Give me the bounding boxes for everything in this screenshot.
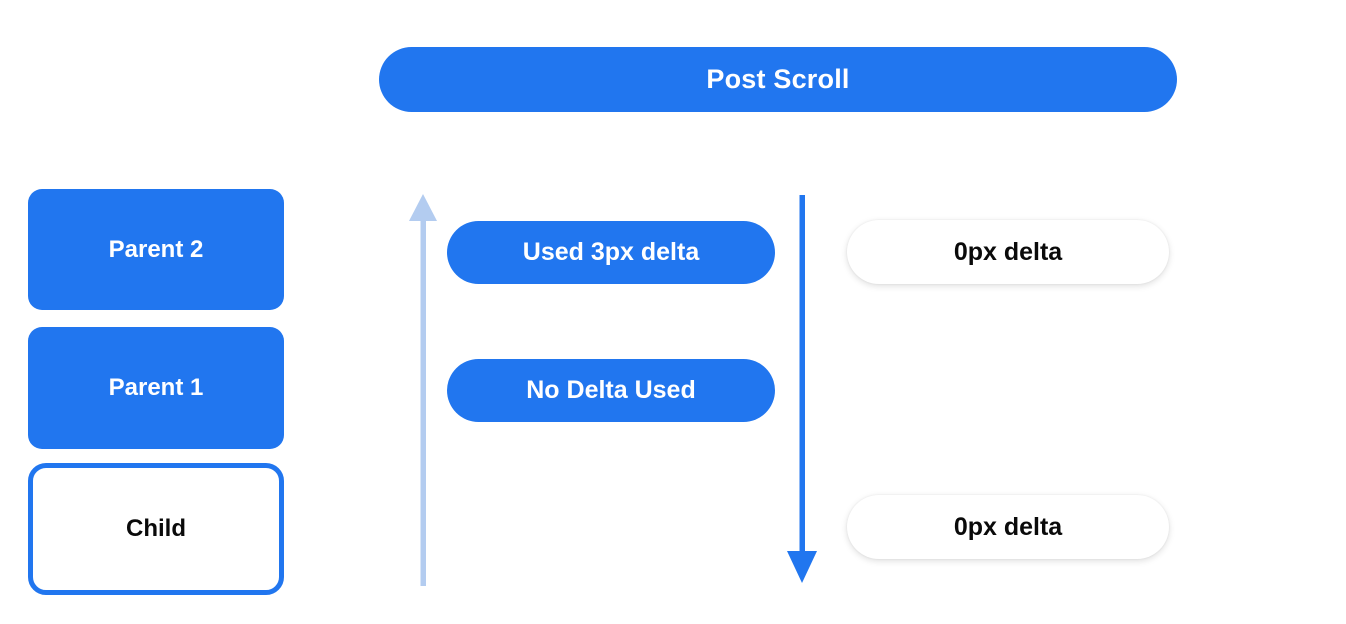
header-post-scroll: Post Scroll bbox=[379, 47, 1177, 112]
stack-box-label: Parent 1 bbox=[108, 374, 204, 401]
arrow-down-icon bbox=[787, 195, 817, 583]
stack-box-label: Child bbox=[126, 515, 186, 542]
annotation-label: Used 3px delta bbox=[522, 238, 700, 266]
annotation-label: 0px delta bbox=[953, 237, 1063, 266]
stack-box-label: Parent 2 bbox=[108, 235, 204, 263]
annotation-label: 0px delta bbox=[953, 512, 1063, 541]
header-title: Post Scroll bbox=[706, 64, 850, 94]
annotation-zero-delta-bottom: 0px delta bbox=[847, 495, 1169, 559]
annotation-label: No Delta Used bbox=[526, 376, 696, 404]
annotation-no-delta-used: No Delta Used bbox=[447, 359, 775, 422]
stack-box-parent-2: Parent 2 bbox=[28, 189, 284, 310]
arrow-up-icon bbox=[409, 194, 437, 586]
annotation-used-delta: Used 3px delta bbox=[447, 221, 775, 284]
stack-box-child: Child bbox=[28, 463, 284, 595]
stack-box-parent-1: Parent 1 bbox=[28, 327, 284, 449]
annotation-zero-delta-top: 0px delta bbox=[847, 220, 1169, 284]
